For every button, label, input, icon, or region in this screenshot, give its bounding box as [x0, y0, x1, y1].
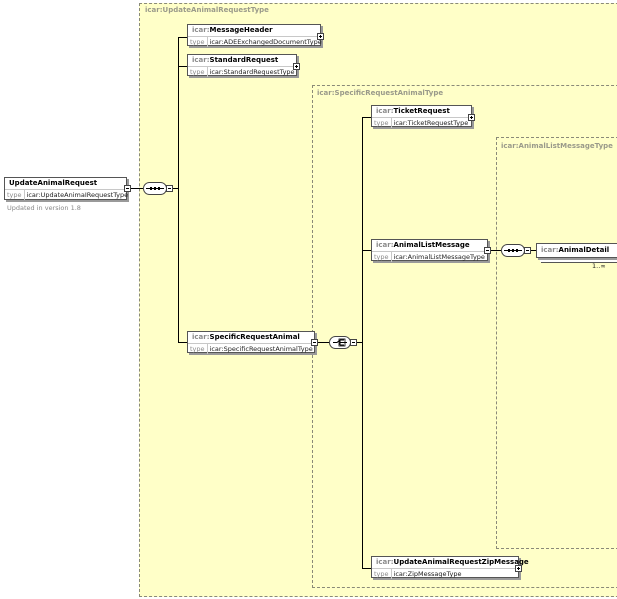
region-animal-list-message-type — [496, 137, 617, 549]
specific-choice-collapse-toggle[interactable] — [350, 339, 357, 346]
standard-request-type: icar:StandardRequestType — [209, 68, 295, 76]
message-header-type: icar:ADEExchangedDocumentType — [209, 38, 322, 46]
zip-message-type: icar:ZipMessageType — [393, 570, 462, 578]
animal-detail-multiplicity: 1..∞ — [592, 262, 606, 270]
ticket-request-type-key: type — [372, 118, 392, 128]
ticket-request-expand-toggle[interactable] — [468, 114, 475, 121]
region-title-specific-request-animal-type: icar:SpecificRequestAnimalType — [317, 89, 444, 97]
root-type-value: icar:UpdateAnimaIRequestType — [26, 191, 129, 199]
animal-detail-name: AnimalDetail — [558, 246, 610, 254]
specific-request-animal-name: SpecificRequestAnimal — [209, 333, 300, 341]
specific-request-animal-type: icar:SpecificRequestAnimalType — [209, 345, 313, 353]
zip-message-name: UpdateAnimalRequestZipMessage — [393, 558, 529, 566]
zip-message-prefix: icar: — [376, 558, 394, 566]
root-type-key: type — [5, 190, 25, 200]
root-collapse-toggle[interactable] — [124, 185, 131, 192]
ticket-request-prefix: icar: — [376, 107, 394, 115]
ticket-request-name: TicketRequest — [393, 107, 450, 115]
sequence-icon — [504, 249, 522, 252]
animal-detail-prefix: icar: — [541, 246, 559, 254]
specific-choice-compositor[interactable] — [329, 336, 351, 349]
zip-message-expand-toggle[interactable] — [515, 565, 522, 572]
region-title-update-animal-request-type: icar:UpdateAnimalRequestType — [145, 6, 269, 14]
root-sequence-compositor[interactable] — [143, 182, 167, 195]
standard-request-expand-toggle[interactable] — [293, 63, 300, 70]
list-sequence-compositor[interactable] — [501, 244, 525, 257]
region-title-animal-list-message-type: icar:AnimalListMessageType — [501, 142, 613, 150]
standard-request-type-key: type — [188, 67, 208, 77]
message-header-type-key: type — [188, 37, 208, 47]
animal-list-message-prefix: icar: — [376, 241, 394, 249]
message-header-prefix: icar: — [192, 26, 210, 34]
animal-list-message-type: icar:AnimalListMessageType — [393, 253, 485, 261]
zip-message-type-key: type — [372, 569, 392, 579]
choice-icon — [333, 338, 347, 347]
root-element-name: UpdateAnimalRequest — [9, 179, 98, 187]
root-version-note: Updated in version 1.8 — [7, 204, 81, 212]
list-sequence-collapse-toggle[interactable] — [524, 247, 531, 254]
standard-request-prefix: icar: — [192, 56, 210, 64]
message-header-expand-toggle[interactable] — [317, 33, 324, 40]
animal-list-message-type-key: type — [372, 252, 392, 262]
standard-request-name: StandardRequest — [209, 56, 279, 64]
specific-request-animal-prefix: icar: — [192, 333, 210, 341]
animal-detail-element[interactable]: icar:AnimalDetail — [536, 243, 617, 258]
message-header-name: MessageHeader — [209, 26, 273, 34]
root-sequence-collapse-toggle[interactable] — [166, 185, 173, 192]
animal-list-message-name: AnimalListMessage — [393, 241, 470, 249]
ticket-request-type: icar:TicketRequestType — [393, 119, 469, 127]
sequence-icon — [146, 187, 164, 190]
specific-request-animal-type-key: type — [188, 344, 208, 354]
specific-request-animal-collapse-toggle[interactable] — [311, 339, 318, 346]
animal-list-message-collapse-toggle[interactable] — [484, 247, 491, 254]
